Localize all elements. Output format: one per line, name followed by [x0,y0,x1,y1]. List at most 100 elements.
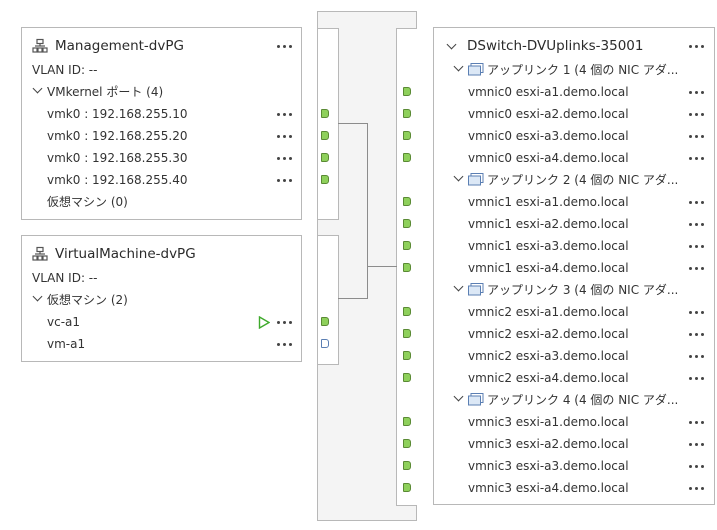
portgroup-network-icon [32,38,48,53]
uplink-port[interactable] [403,241,411,250]
uplink-port[interactable] [403,263,411,272]
chevron-down-icon[interactable] [32,83,43,94]
nic-item[interactable]: vmnic1 esxi-a1.demo.local [468,195,629,209]
more-actions-icon[interactable] [689,44,705,50]
nic-item[interactable]: vmnic1 esxi-a2.demo.local [468,217,629,231]
uplink-port[interactable] [403,87,411,96]
nic-item[interactable]: vmnic2 esxi-a1.demo.local [468,305,629,319]
more-actions-icon[interactable] [277,112,293,118]
nic-item[interactable]: vmnic2 esxi-a4.demo.local [468,371,629,385]
list-item[interactable]: vmk0 : 192.168.255.10 [47,107,188,121]
portgroup-network-icon [32,246,48,261]
port-connector[interactable] [321,317,329,326]
section-vm-count[interactable]: 仮想マシン (0) [47,195,128,209]
more-actions-icon[interactable] [689,442,705,448]
section-toggle-vmkernel[interactable]: VMkernel ポート (4) [47,85,164,99]
nic-item[interactable]: vmnic3 esxi-a3.demo.local [468,459,629,473]
link-line [338,123,368,124]
uplink-port[interactable] [403,131,411,140]
more-actions-icon[interactable] [689,354,705,360]
uplink-port[interactable] [403,373,411,382]
nic-item[interactable]: vmnic1 esxi-a4.demo.local [468,261,629,275]
list-item[interactable]: vmk0 : 192.168.255.20 [47,129,188,143]
nic-item[interactable]: vmnic0 esxi-a1.demo.local [468,85,629,99]
nic-item[interactable]: vmnic3 esxi-a2.demo.local [468,437,629,451]
uplink-port[interactable] [403,109,411,118]
uplink-port[interactable] [403,461,411,470]
more-actions-icon[interactable] [689,244,705,250]
more-actions-icon[interactable] [689,376,705,382]
more-actions-icon[interactable] [689,310,705,316]
more-actions-icon[interactable] [689,464,705,470]
link-line [367,123,368,299]
chevron-down-icon[interactable] [453,281,464,292]
chevron-down-icon[interactable] [453,391,464,402]
switch-left-panel-top [318,28,339,220]
port-connector[interactable] [321,153,329,162]
nic-item[interactable]: vmnic1 esxi-a3.demo.local [468,239,629,253]
more-actions-icon[interactable] [277,342,293,348]
uplink-port[interactable] [403,219,411,228]
portgroup-card-virtualmachine[interactable]: VirtualMachine-dvPG VLAN ID: -- 仮想マシン (2… [21,235,302,362]
chevron-down-icon[interactable] [453,171,464,182]
nic-item[interactable]: vmnic3 esxi-a1.demo.local [468,415,629,429]
more-actions-icon[interactable] [277,156,293,162]
port-connector[interactable] [321,131,329,140]
more-actions-icon[interactable] [689,266,705,272]
uplink-nic-icon [468,283,484,296]
portgroup-card-management[interactable]: Management-dvPG VLAN ID: -- VMkernel ポート… [21,27,302,220]
more-actions-icon[interactable] [689,90,705,96]
nic-item[interactable]: vmnic3 esxi-a4.demo.local [468,481,629,495]
chevron-down-icon[interactable] [453,61,464,72]
switch-left-panel-bottom [318,235,339,365]
more-actions-icon[interactable] [689,222,705,228]
power-on-icon [258,316,270,329]
vlan-label: VLAN ID: -- [32,271,98,285]
nic-item[interactable]: vmnic2 esxi-a3.demo.local [468,349,629,363]
uplink-group-label[interactable]: アップリンク 4 (4 個の NIC アダ... [487,393,679,407]
uplink-card[interactable]: DSwitch-DVUplinks-35001 アップリンク 1 (4 個の N… [433,27,715,505]
more-actions-icon[interactable] [689,134,705,140]
nic-item[interactable]: vmnic0 esxi-a4.demo.local [468,151,629,165]
more-actions-icon[interactable] [277,134,293,140]
more-actions-icon[interactable] [689,112,705,118]
chevron-down-icon[interactable] [446,39,457,50]
list-item[interactable]: vmk0 : 192.168.255.40 [47,173,188,187]
more-actions-icon[interactable] [689,156,705,162]
portgroup-title: Management-dvPG [55,38,184,54]
nic-item[interactable]: vmnic0 esxi-a2.demo.local [468,107,629,121]
uplink-port[interactable] [403,351,411,360]
more-actions-icon[interactable] [277,44,293,50]
uplink-group-label[interactable]: アップリンク 1 (4 個の NIC アダ... [487,63,679,77]
section-toggle-vms[interactable]: 仮想マシン (2) [47,293,128,307]
more-actions-icon[interactable] [277,178,293,184]
port-connector-inactive[interactable] [321,339,329,348]
uplink-nic-icon [468,63,484,76]
port-connector[interactable] [321,175,329,184]
uplink-port[interactable] [403,483,411,492]
list-item[interactable]: vmk0 : 192.168.255.30 [47,151,188,165]
list-item[interactable]: vm-a1 [47,337,86,351]
link-line [367,266,397,267]
uplink-port[interactable] [403,197,411,206]
nic-item[interactable]: vmnic2 esxi-a2.demo.local [468,327,629,341]
uplink-port[interactable] [403,307,411,316]
uplink-group-label[interactable]: アップリンク 2 (4 個の NIC アダ... [487,173,679,187]
uplink-switch-title: DSwitch-DVUplinks-35001 [467,38,644,54]
more-actions-icon[interactable] [689,486,705,492]
uplink-port[interactable] [403,439,411,448]
uplink-nic-icon [468,173,484,186]
nic-item[interactable]: vmnic0 esxi-a3.demo.local [468,129,629,143]
more-actions-icon[interactable] [689,200,705,206]
portgroup-title: VirtualMachine-dvPG [55,246,196,262]
uplink-port[interactable] [403,417,411,426]
more-actions-icon[interactable] [277,320,293,326]
uplink-port[interactable] [403,329,411,338]
port-connector[interactable] [321,109,329,118]
chevron-down-icon[interactable] [32,291,43,302]
more-actions-icon[interactable] [689,420,705,426]
list-item[interactable]: vc-a1 [47,315,81,329]
more-actions-icon[interactable] [689,332,705,338]
uplink-group-label[interactable]: アップリンク 3 (4 個の NIC アダ... [487,283,679,297]
uplink-port[interactable] [403,153,411,162]
